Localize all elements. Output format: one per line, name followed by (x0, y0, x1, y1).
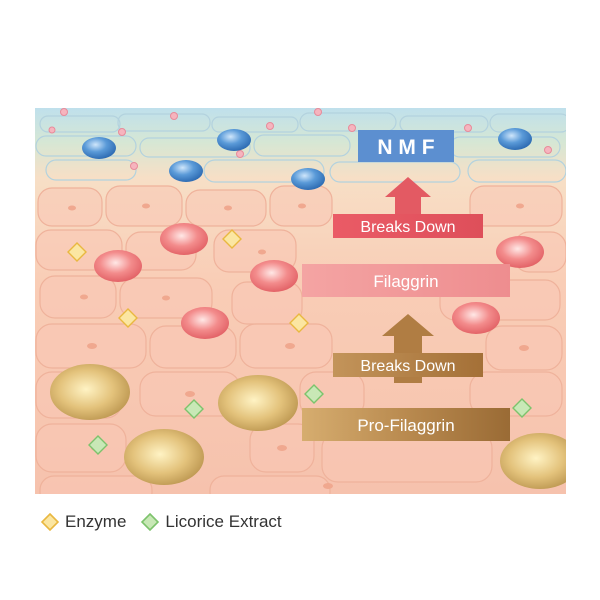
licorice-markers (88, 384, 532, 455)
stratum-corneum-cells (35, 112, 566, 183)
legend: Enzyme Licorice Extract (40, 510, 296, 534)
enzyme-markers (67, 229, 309, 333)
breaks-down-top-label: Breaks Down (360, 219, 455, 236)
profilaggrin-bar: Pro-Filaggrin (302, 408, 510, 441)
profilaggrin-label: Pro-Filaggrin (357, 416, 454, 435)
enzyme-diamond-icon (40, 512, 60, 532)
legend-enzyme: Enzyme (40, 512, 126, 532)
granules (48, 108, 552, 170)
nmf-blue-cells (82, 128, 532, 190)
nmf-label: N M F (377, 136, 434, 159)
nmf-label-box: N M F (358, 130, 454, 162)
breaks-down-bottom-label: Breaks Down (360, 358, 455, 375)
filaggrin-pink-cells (94, 223, 544, 339)
licorice-diamond-icon (141, 512, 160, 532)
legend-licorice: Licorice Extract (140, 512, 282, 532)
cell-nuclei (68, 203, 529, 489)
filaggrin-bar: Filaggrin (302, 264, 510, 297)
profilaggrin-gold-cells (50, 364, 566, 489)
filaggrin-label: Filaggrin (373, 272, 438, 291)
breaks-down-arrow-bottom: Breaks Down (333, 314, 483, 383)
legend-licorice-label: Licorice Extract (165, 512, 282, 531)
keratinocyte-cells (35, 185, 566, 494)
legend-enzyme-label: Enzyme (65, 512, 127, 531)
breaks-down-arrow-top: Breaks Down (333, 177, 483, 238)
